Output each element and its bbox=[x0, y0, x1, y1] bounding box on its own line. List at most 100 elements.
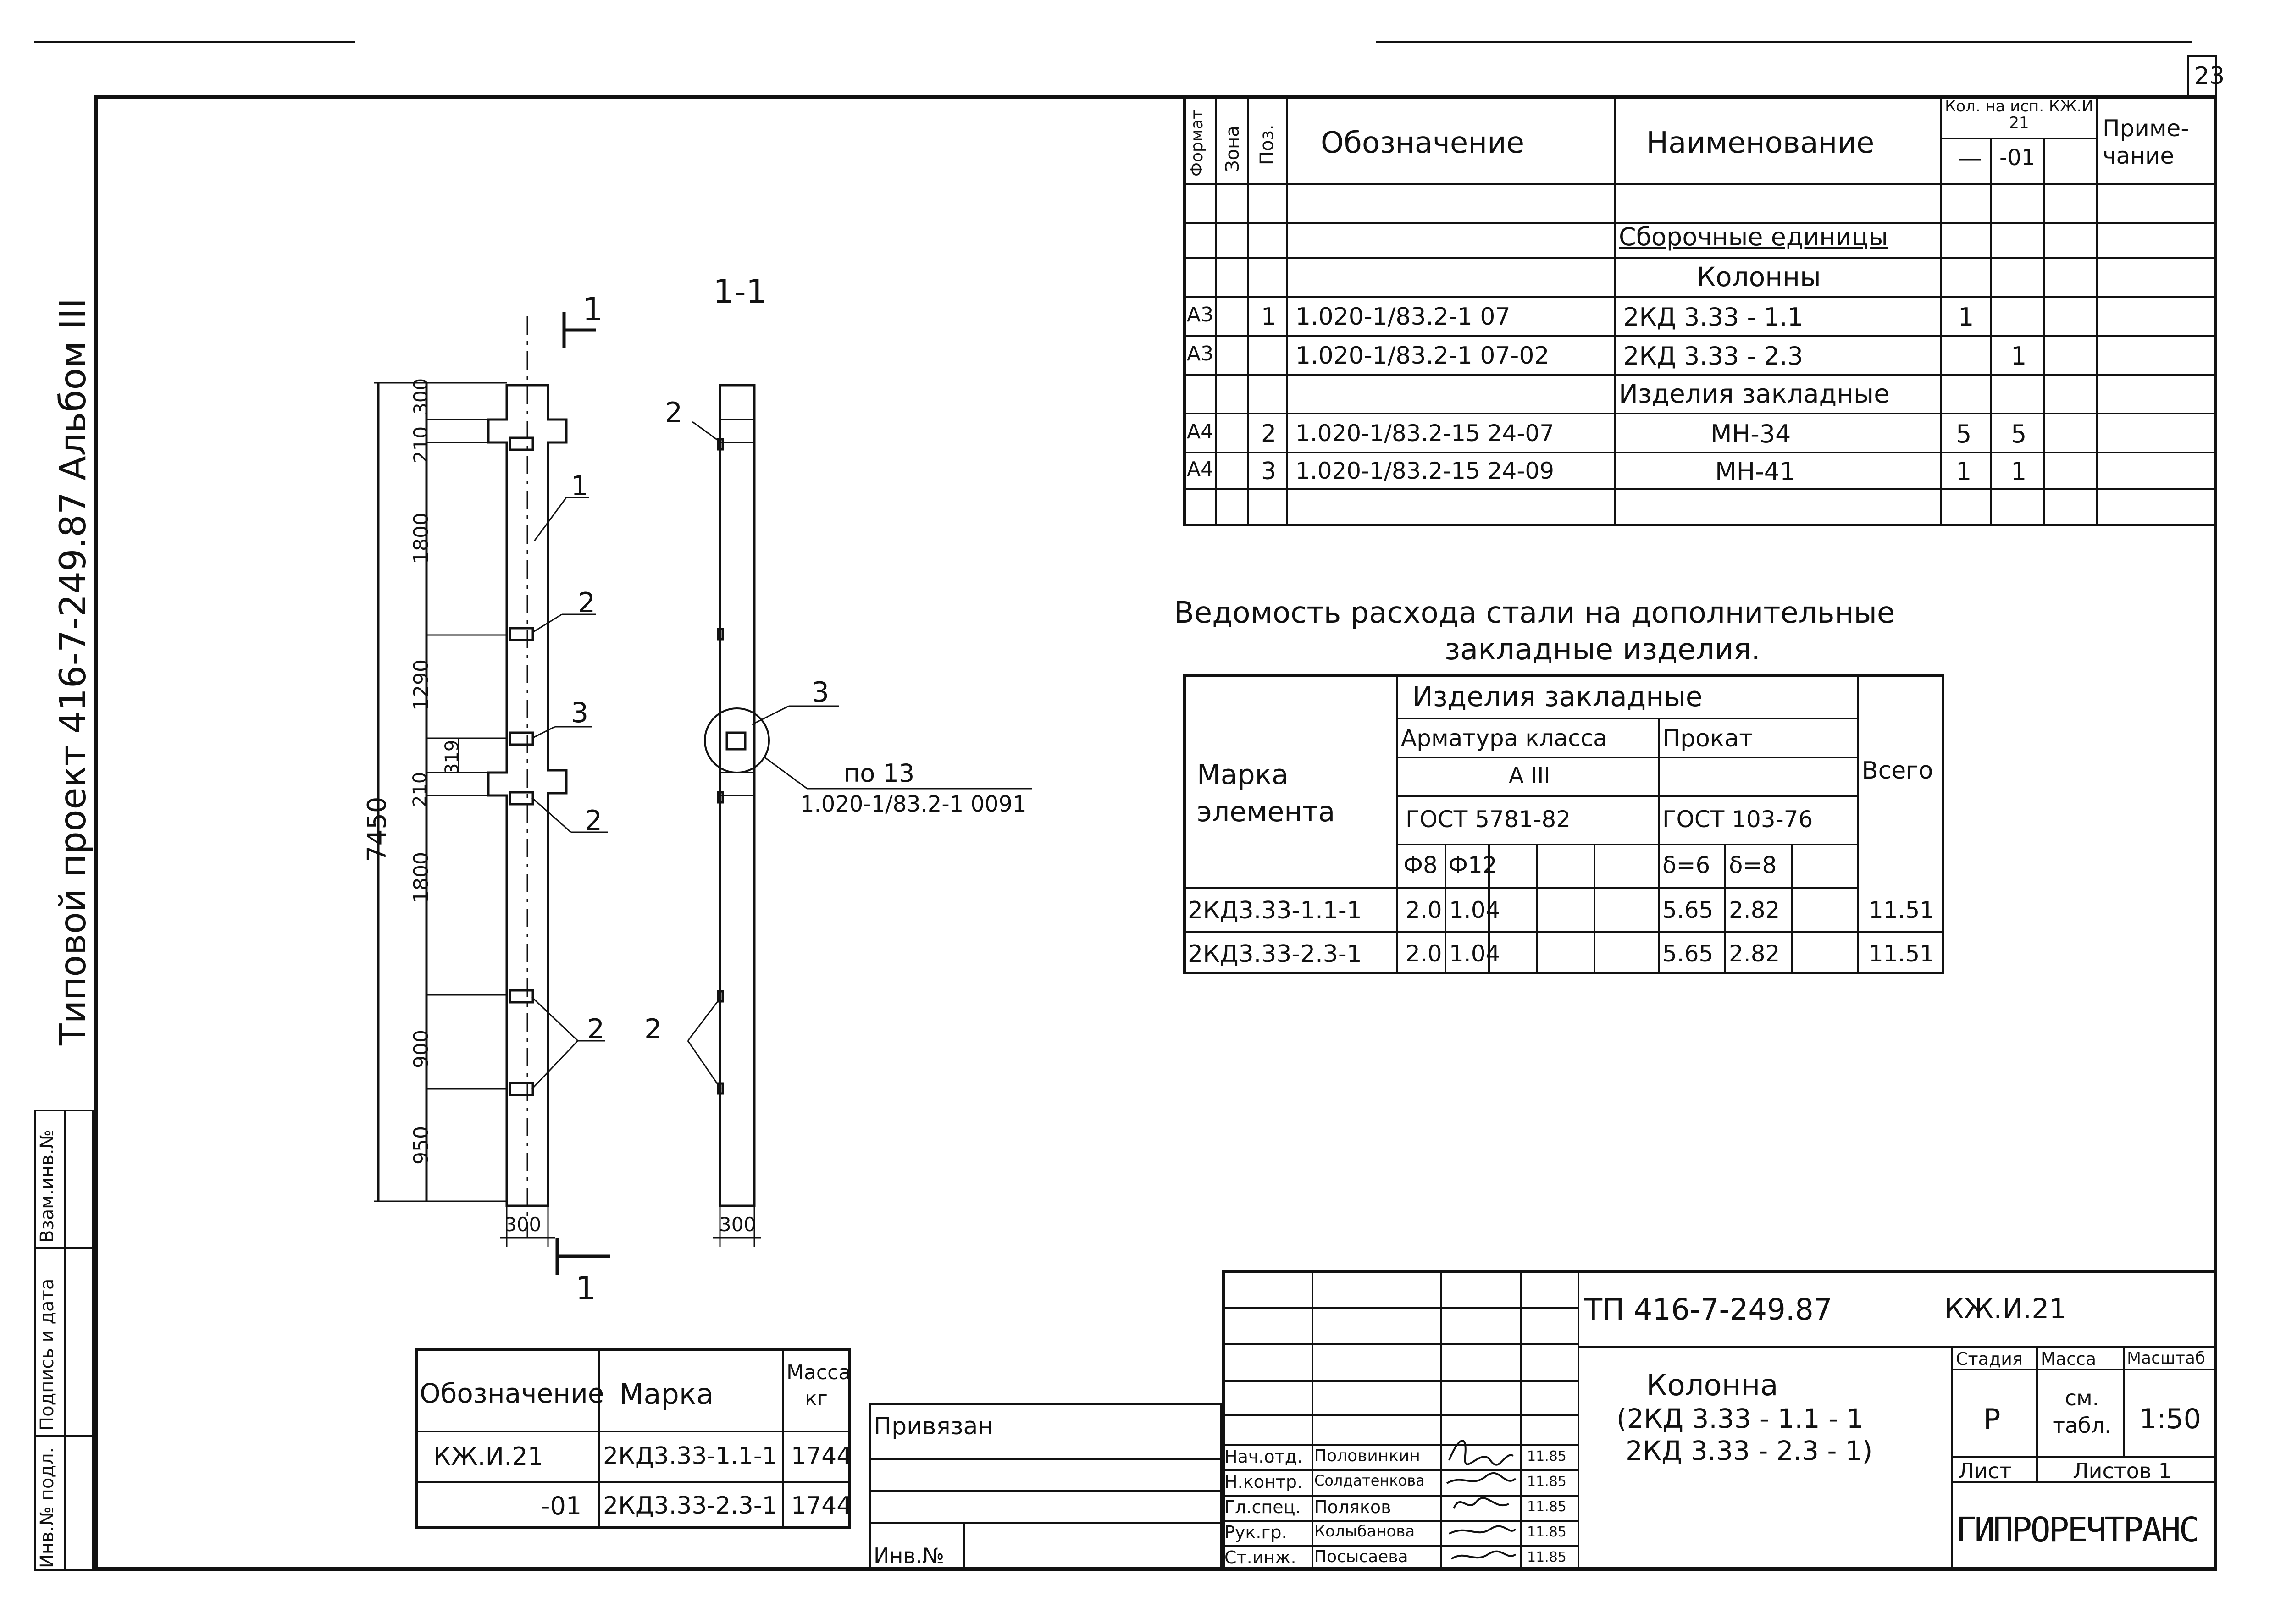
dim-1800-bottom: 1800 bbox=[410, 852, 433, 903]
tb-mass: см. табл. bbox=[2053, 1386, 2111, 1438]
staff-role-1: Нач.отд. bbox=[1224, 1447, 1303, 1467]
row3-q2: 5 bbox=[2011, 420, 2027, 448]
section-embedded: Изделия закладные bbox=[1619, 379, 1890, 409]
staff-role-2: Н.контр. bbox=[1224, 1472, 1303, 1492]
cut-label-top: 1 bbox=[582, 291, 603, 328]
callout-3a: 3 bbox=[571, 697, 589, 729]
row4-designation: 1.020-1/83.2-15 24-09 bbox=[1295, 458, 1555, 484]
tb-mass-label: Масса bbox=[2041, 1349, 2097, 1369]
staff-date-4: 11.85 bbox=[1527, 1524, 1566, 1540]
steel-row2-total: 11.51 bbox=[1869, 940, 1935, 967]
staff-date-5: 11.85 bbox=[1527, 1549, 1566, 1565]
row1-pos: 1 bbox=[1261, 303, 1277, 331]
width-dim-front: 300 bbox=[504, 1213, 542, 1236]
row2-name: 2КД 3.33 - 2.3 bbox=[1623, 342, 1803, 370]
staff-role-3: Гл.спец. bbox=[1224, 1497, 1301, 1517]
row4-q1: 1 bbox=[1956, 457, 1972, 486]
steel-row1-d6: 5.65 bbox=[1662, 897, 1714, 923]
inv-no-label: Инв.№ bbox=[874, 1543, 945, 1568]
cut-label-bottom: 1 bbox=[576, 1270, 596, 1307]
callout-2c: 2 bbox=[587, 1013, 605, 1045]
signatures bbox=[1446, 1440, 1517, 1560]
hdr-format: Формат bbox=[1188, 109, 1207, 177]
top-rule-right bbox=[1376, 41, 2192, 43]
staff-name-2: Солдатенкова bbox=[1314, 1472, 1425, 1489]
steel-rebar-class: А III bbox=[1509, 763, 1550, 789]
steel-rolled-gost: ГОСТ 103-76 bbox=[1662, 806, 1813, 833]
staff-name-5: Посысаева bbox=[1314, 1547, 1408, 1566]
staff-role-5: Ст.инж. bbox=[1224, 1547, 1296, 1568]
steel-row2-d8: 2.82 bbox=[1729, 940, 1780, 967]
strip-field-inv: Инв.№ подл. bbox=[37, 1447, 58, 1568]
tb-sheet-label: Лист bbox=[1958, 1458, 2012, 1483]
mass-hdr-mark: Марка bbox=[619, 1377, 714, 1411]
hdr-zone: Зона bbox=[1222, 126, 1243, 172]
tb-object-name: Колонна bbox=[1646, 1369, 1778, 1403]
strip-rule-1 bbox=[34, 1247, 94, 1249]
tb-scale: 1:50 bbox=[2139, 1403, 2201, 1435]
section-label: 1-1 bbox=[713, 272, 767, 311]
callout-2b: 2 bbox=[585, 805, 603, 837]
row3-q1: 5 bbox=[1956, 420, 1972, 448]
hdr-pos: Поз. bbox=[1257, 124, 1278, 165]
callout-2e: 2 bbox=[665, 397, 683, 429]
column-drawings bbox=[374, 312, 1032, 1275]
staff-name-1: Половинкин bbox=[1314, 1447, 1420, 1465]
section-assembly: Сборочные единицы bbox=[1619, 222, 1888, 251]
row4-pos: 3 bbox=[1261, 458, 1277, 485]
dim-319: 319 bbox=[442, 740, 463, 775]
privyazan-label: Привязан bbox=[874, 1413, 994, 1440]
steel-rebar-gost: ГОСТ 5781-82 bbox=[1406, 806, 1571, 833]
top-rule-left bbox=[34, 41, 355, 43]
company-logo: ГИПРОРЕЧТРАНС bbox=[1956, 1510, 2199, 1550]
dim-950: 950 bbox=[410, 1126, 433, 1165]
hdr-qty: Кол. на исп. КЖ.И 21 bbox=[1945, 97, 2093, 132]
steel-total-header: Всего bbox=[1862, 757, 1933, 784]
steel-row2-d6: 5.65 bbox=[1662, 940, 1714, 967]
hdr-note: Приме-чание bbox=[2103, 115, 2189, 169]
mass-hdr-mass: Масса кг bbox=[786, 1361, 851, 1411]
section-columns: Колонны bbox=[1697, 261, 1821, 293]
callout-3b: 3 bbox=[812, 676, 830, 708]
dim-900: 900 bbox=[410, 1030, 433, 1068]
row4-format: А4 bbox=[1187, 458, 1214, 481]
staff-name-3: Поляков bbox=[1314, 1497, 1391, 1517]
row3-pos: 2 bbox=[1261, 420, 1277, 447]
tb-stage-label: Стадия bbox=[1956, 1349, 2023, 1369]
dim-1290: 1290 bbox=[410, 659, 433, 711]
callout-2d: 2 bbox=[644, 1013, 662, 1045]
dim-300: 300 bbox=[410, 378, 432, 415]
overall-dimension: 7450 bbox=[362, 796, 392, 862]
mass-row2-mark: 2КД3.33-2.3-1 bbox=[603, 1492, 777, 1519]
steel-group-header: Изделия закладные bbox=[1412, 681, 1703, 713]
hdr-name: Наименование bbox=[1646, 126, 1875, 160]
mass-row1-mass: 1744 bbox=[791, 1442, 852, 1470]
tb-sheets-label: Листов 1 bbox=[2073, 1458, 2172, 1483]
hdr-designation: Обозначение bbox=[1321, 126, 1525, 160]
hdr-qty-col-1: — bbox=[1958, 145, 1982, 172]
row3-format: А4 bbox=[1187, 420, 1214, 443]
steel-row1-mark: 2КД3.33-1.1-1 bbox=[1188, 897, 1362, 924]
detail-circle bbox=[704, 707, 770, 773]
steel-title-line2: закладные изделия. bbox=[1445, 633, 1760, 667]
strip-rule-2 bbox=[34, 1435, 94, 1437]
row3-name: МН-34 bbox=[1710, 420, 1791, 448]
steel-row1-f8: 2.0 bbox=[1406, 897, 1442, 923]
staff-role-4: Рук.гр. bbox=[1224, 1522, 1287, 1542]
callout-1: 1 bbox=[571, 470, 589, 502]
mass-row2-designation: -01 bbox=[541, 1491, 582, 1520]
steel-row2-mark: 2КД3.33-2.3-1 bbox=[1188, 940, 1362, 968]
tb-doc: КЖ.И.21 bbox=[1944, 1293, 2067, 1325]
steel-row1-total: 11.51 bbox=[1869, 897, 1935, 923]
row4-name: МН-41 bbox=[1715, 457, 1796, 486]
mass-row1-mark: 2КД3.33-1.1-1 bbox=[603, 1442, 777, 1470]
row3-designation: 1.020-1/83.2-15 24-07 bbox=[1295, 420, 1555, 447]
staff-date-2: 11.85 bbox=[1527, 1474, 1566, 1490]
dim-210-mid: 210 bbox=[410, 772, 431, 807]
staff-date-3: 11.85 bbox=[1527, 1499, 1566, 1515]
steel-rebar-header: Арматура класса bbox=[1401, 725, 1607, 751]
dim-1800-top: 1800 bbox=[410, 513, 433, 564]
steel-row2-f8: 2.0 bbox=[1406, 940, 1442, 967]
hdr-qty-col-2: -01 bbox=[1999, 145, 2036, 171]
row1-name: 2КД 3.33 - 1.1 bbox=[1623, 303, 1803, 331]
